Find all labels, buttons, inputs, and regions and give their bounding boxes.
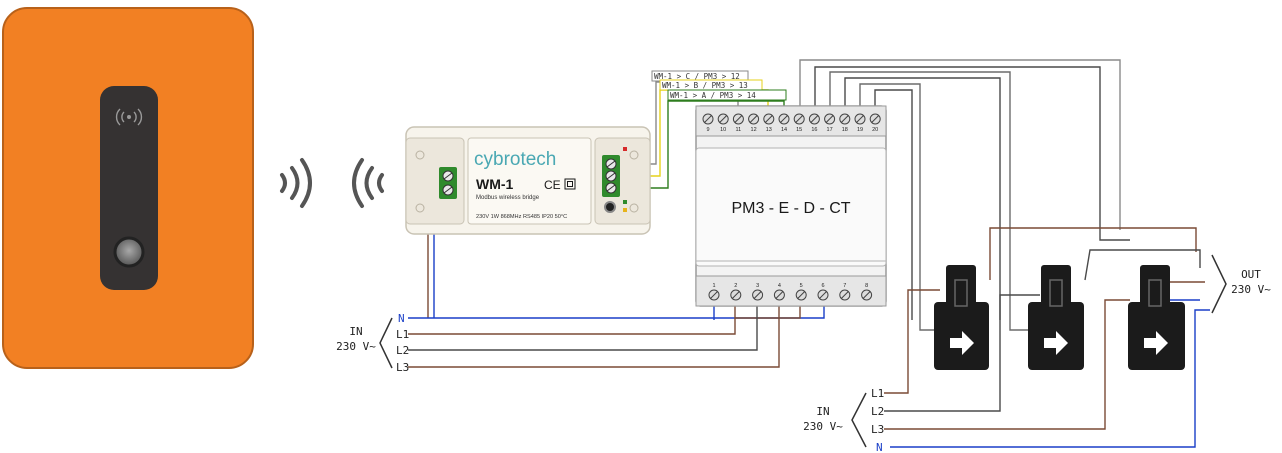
gateway-button[interactable] xyxy=(113,236,145,268)
pm3-bottom-screw-slot xyxy=(862,291,871,299)
arrow-right-icon xyxy=(950,331,974,355)
pm3-top-terminal-label: 11 xyxy=(736,127,742,133)
pm3-top-terminal-label: 9 xyxy=(706,127,709,133)
ct-clamp xyxy=(1128,265,1185,370)
pm3-top-terminal-label: 10 xyxy=(720,127,726,133)
pm3-top-screw-slot xyxy=(704,115,712,123)
wm1-ce-mark: CE xyxy=(544,178,561,192)
left-in-label: IN xyxy=(349,325,362,338)
pm3-bottom-terminal-label: 6 xyxy=(821,283,824,289)
pm3-bottom-terminal-label: 2 xyxy=(734,283,737,289)
left-voltage-label: 230 V~ xyxy=(336,340,376,353)
pm3-bottom-screw-slot xyxy=(710,291,718,299)
bottom-n-label: N xyxy=(876,441,883,453)
wm1-brand: cybrotech xyxy=(474,149,556,170)
pm3-top-screw-slot xyxy=(780,115,788,123)
bottom-l3-label: L3 xyxy=(871,423,884,436)
pm3-bottom-terminal-label: 3 xyxy=(756,283,759,289)
pm3-bottom-screw-slot xyxy=(753,291,762,299)
out-label: OUT xyxy=(1241,268,1261,281)
pm3-top-screw-slot xyxy=(856,115,864,123)
pm3-bottom-terminal-label: 8 xyxy=(865,283,868,289)
output-bracket xyxy=(1211,254,1227,314)
pm3-bottom-screw-slot xyxy=(775,291,784,299)
wm1-class-mark xyxy=(564,178,576,190)
pm3-top-screw-slot xyxy=(840,115,849,123)
ct-clamp xyxy=(934,265,989,370)
pm3-top-terminal-label: 16 xyxy=(811,127,817,133)
wm1-module xyxy=(405,126,651,235)
wm1-subtitle: Modbus wireless bridge xyxy=(476,195,540,201)
pm3-bottom-terminal-label: 7 xyxy=(843,283,846,289)
pm3-top-screw-slot xyxy=(871,115,880,123)
pm3-top-terminal-label: 13 xyxy=(766,127,772,133)
left-input-bracket xyxy=(379,317,393,369)
pm3-top-screw-slot xyxy=(749,115,758,123)
wm1-specs: 230V 1W 868MHz RS485 IP20 50°C xyxy=(476,214,567,220)
wireless-signal-icon xyxy=(280,158,312,208)
pm3-top-terminal-label: 20 xyxy=(872,127,878,133)
gateway-device xyxy=(2,7,254,369)
pm3-top-screw-slot xyxy=(734,115,743,123)
wire-label-b: WM-1 > B / PM3 > 13 xyxy=(662,81,748,90)
out-voltage-label: 230 V~ xyxy=(1231,283,1271,296)
pm3-top-screw-slot xyxy=(825,115,834,123)
pm3-top-screw-slot xyxy=(719,115,728,123)
pm3-bottom-terminal-label: 5 xyxy=(800,283,803,289)
left-n-label: N xyxy=(398,312,405,325)
pm3-bottom-screw-slot xyxy=(840,291,849,299)
pm3-top-terminal-label: 15 xyxy=(796,127,802,133)
pm3-top-terminal-label: 14 xyxy=(781,127,787,133)
pm3-top-screw-slot xyxy=(810,115,819,123)
pm3-bottom-terminal-label: 1 xyxy=(712,283,715,289)
pm3-top-terminal-label: 17 xyxy=(827,127,833,133)
pm3-title: PM3 - E - D - CT xyxy=(731,200,850,217)
bottom-voltage-label: 230 V~ xyxy=(803,420,843,433)
pm3-top-screw-slot xyxy=(764,115,773,123)
bottom-input-bracket xyxy=(851,392,867,448)
pm3-top-terminal-label: 19 xyxy=(857,127,863,133)
left-l2-label: L2 xyxy=(396,344,409,357)
wm1-model: WM-1 xyxy=(476,176,514,192)
ct-clamp xyxy=(1028,265,1084,370)
bottom-l2-label: L2 xyxy=(871,405,884,418)
pm3-top-terminal-label: 12 xyxy=(751,127,757,133)
wireless-signal-icon xyxy=(352,158,384,208)
wire-label-c: WM-1 > C / PM3 > 12 xyxy=(654,72,740,81)
arrow-right-icon xyxy=(1044,331,1068,355)
left-l3-label: L3 xyxy=(396,361,409,374)
pm3-bottom-screw-slot xyxy=(731,291,740,299)
pm3-top-screw-slot xyxy=(795,115,804,123)
bottom-l1-label: L1 xyxy=(871,387,884,400)
bottom-in-label: IN xyxy=(816,405,829,418)
left-l1-label: L1 xyxy=(396,328,409,341)
pm3-top-terminal-label: 18 xyxy=(842,127,848,133)
reset-button[interactable] xyxy=(604,201,616,213)
arrow-right-icon xyxy=(1144,331,1168,355)
pm3-bottom-terminal-label: 4 xyxy=(778,283,781,289)
pm3-bottom-screw-slot xyxy=(797,291,806,299)
pm3-bottom-screw-slot xyxy=(819,291,827,299)
wire-label-a: WM-1 > A / PM3 > 14 xyxy=(670,91,756,100)
nfc-icon xyxy=(115,108,143,126)
